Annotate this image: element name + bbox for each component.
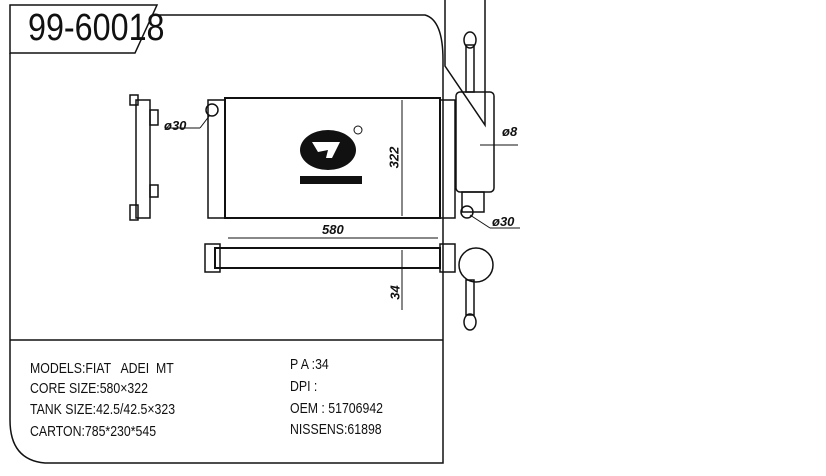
part-number-box [9,4,159,54]
spec-tank-size: TANK SIZE:42.5/42.5×323 [30,401,176,418]
spec-dpi: DPI : [290,378,318,395]
side-tab [444,0,486,128]
spec-models: MODELS:FIAT ADEI MT [30,360,174,377]
thickness-dimension: 34 [387,285,403,300]
height-dimension: 322 [386,146,402,169]
brand-logo [300,125,363,184]
vent-diameter: ø8 [502,124,518,139]
spec-nissens: NISSENS:61898 [290,421,382,438]
spec-carton: CARTON:785*230*545 [30,423,157,440]
part-number: 99-60018 [28,7,165,49]
width-dimension: 580 [322,222,344,237]
spec-core-size: CORE SIZE:580×322 [30,380,148,397]
inlet-diameter: ø30 [164,118,187,133]
outlet-diameter: ø30 [492,214,515,229]
spec-oem: OEM : 51706942 [290,400,384,417]
spec-pa: P A :34 [290,356,329,373]
outer-frame [9,14,444,464]
